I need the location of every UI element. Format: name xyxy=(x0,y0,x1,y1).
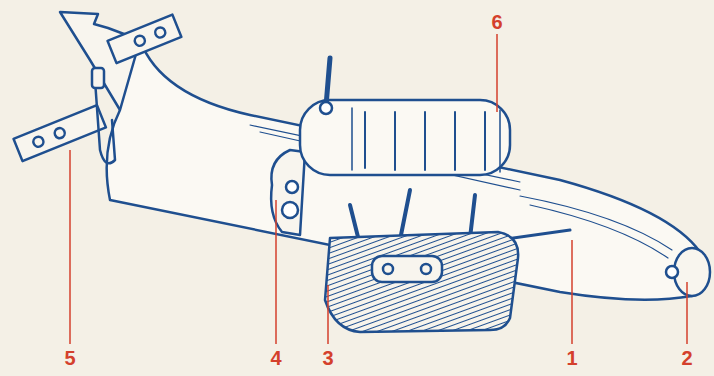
callout-number: 1 xyxy=(566,348,577,368)
callout-number: 5 xyxy=(64,348,75,368)
callout-number: 2 xyxy=(681,348,692,368)
callout-number: 4 xyxy=(270,348,281,368)
callout-number: 6 xyxy=(491,12,502,32)
callout-number: 3 xyxy=(322,348,333,368)
